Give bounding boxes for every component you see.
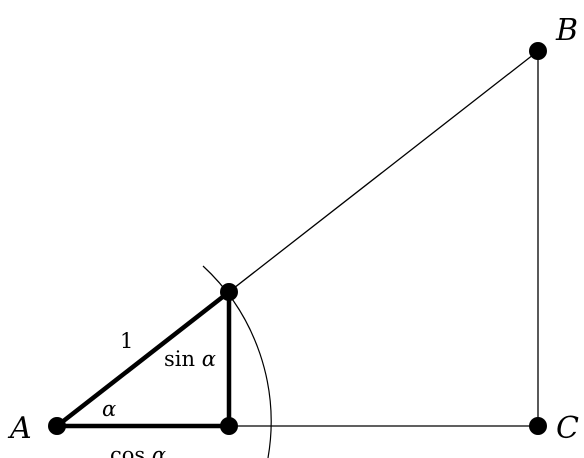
segment-hypotenuse — [54, 289, 232, 429]
label-c: C — [556, 411, 579, 446]
label-cosine: cos α — [110, 443, 166, 458]
point-unit-dot — [220, 283, 238, 301]
label-b: B — [555, 13, 578, 48]
label-cosine-fn: cos — [110, 443, 145, 458]
label-sine-arg: α — [202, 347, 216, 371]
unit-circle-arc — [202, 265, 272, 458]
point-c-dot — [529, 417, 547, 435]
label-hypotenuse: 1 — [120, 329, 133, 353]
label-sine-fn: sin — [164, 347, 195, 371]
label-angle-alpha: α — [102, 397, 116, 421]
label-cosine-arg: α — [152, 443, 166, 458]
label-sine: sin α — [164, 347, 216, 371]
label-a: A — [7, 411, 32, 446]
point-foot-dot — [220, 417, 238, 435]
point-b-dot — [529, 42, 547, 60]
point-a-dot — [48, 417, 66, 435]
